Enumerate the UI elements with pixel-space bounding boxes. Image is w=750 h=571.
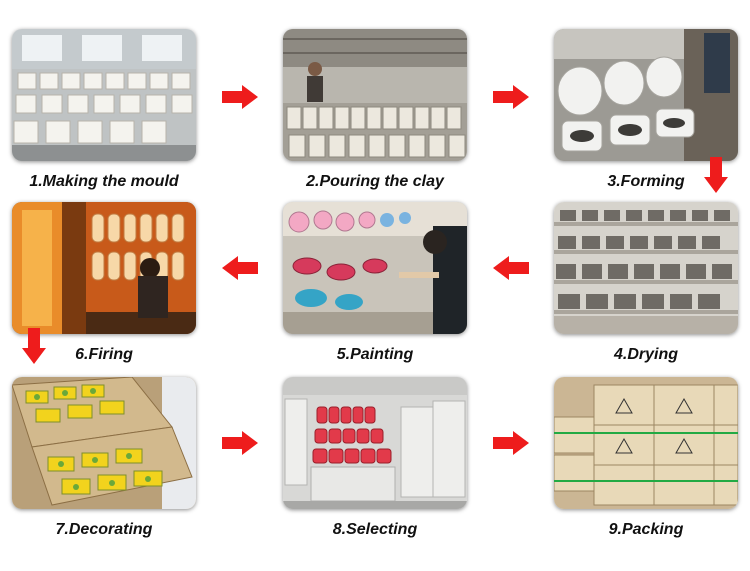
- step-label: 4.Drying: [613, 346, 678, 363]
- step-label: 9.Packing: [608, 521, 684, 538]
- arrow-right-icon: [493, 431, 529, 455]
- arrow-left-icon: [222, 256, 258, 280]
- step-label: 8.Selecting: [332, 521, 418, 538]
- selecting-photo: [283, 377, 467, 509]
- packing-photo: [554, 377, 738, 509]
- arrow-right-icon: [222, 85, 258, 109]
- step-label: 1.Making the mould: [29, 173, 179, 190]
- arrow-down-icon: [704, 157, 728, 193]
- arrow-left-icon: [493, 256, 529, 280]
- step-label: 2.Pouring the clay: [306, 173, 444, 190]
- making-mould-photo: [12, 29, 196, 161]
- firing-photo: [12, 202, 196, 334]
- forming-photo: [554, 29, 738, 161]
- decorating-photo: [12, 377, 196, 509]
- arrow-right-icon: [493, 85, 529, 109]
- painting-photo: [283, 202, 467, 334]
- step-label: 5.Painting: [336, 346, 414, 363]
- step-label: 3.Forming: [607, 173, 685, 190]
- arrow-down-icon: [22, 328, 46, 364]
- step-label: 6.Firing: [75, 346, 133, 363]
- arrow-right-icon: [222, 431, 258, 455]
- drying-photo: [554, 202, 738, 334]
- step-label: 7.Decorating: [55, 521, 153, 538]
- pouring-clay-photo: [283, 29, 467, 161]
